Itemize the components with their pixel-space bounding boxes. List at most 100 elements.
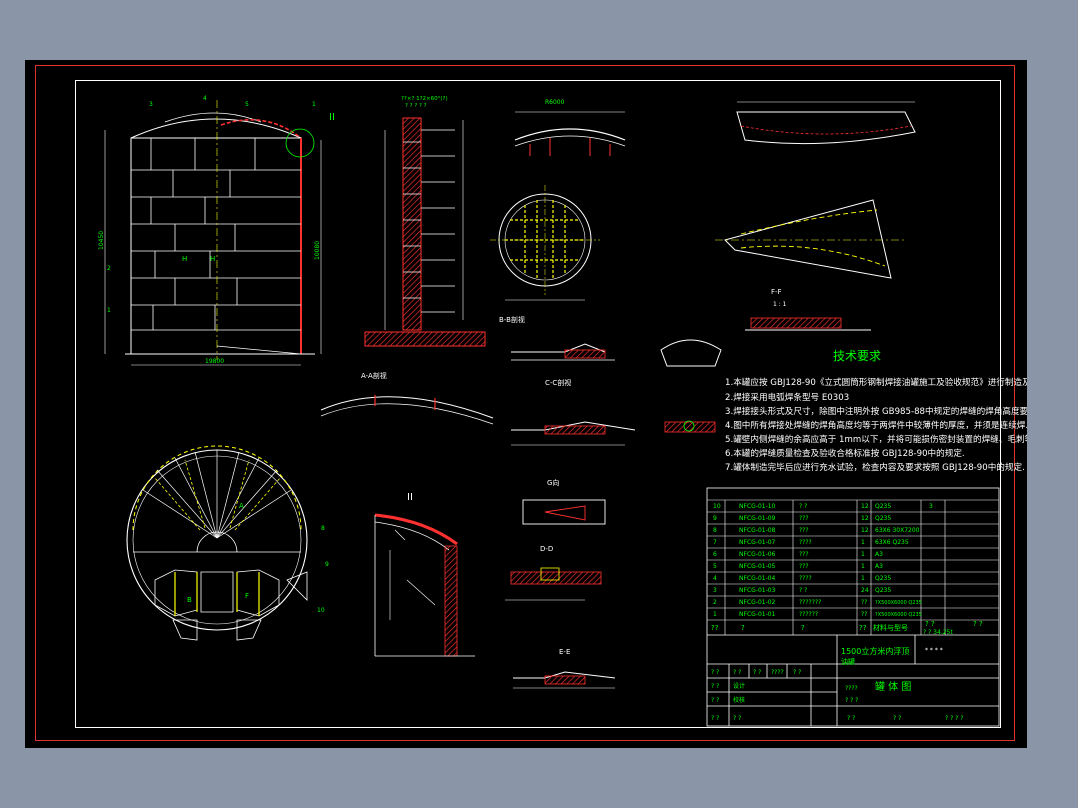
bom-qty-1: ?? bbox=[861, 611, 867, 618]
section-b-b: B-B剖视 bbox=[499, 315, 615, 361]
foundation-plate bbox=[364, 331, 486, 347]
bom-header-1: ?? bbox=[711, 624, 719, 632]
roof-inner-arc bbox=[164, 112, 262, 123]
roof-detail: R6000 bbox=[514, 99, 626, 156]
roof-arc bbox=[130, 118, 302, 139]
tb-r2b: 设计 bbox=[733, 682, 745, 690]
shell-courses bbox=[131, 138, 301, 331]
bom-no-9: 9 bbox=[713, 515, 717, 522]
bom-name-8: ??? bbox=[799, 527, 809, 534]
bom-name-7: ???? bbox=[799, 539, 812, 546]
plan-b-label: B bbox=[187, 596, 192, 604]
section-g-label: G向 bbox=[547, 478, 559, 487]
section-d-d: D-D bbox=[505, 545, 602, 601]
tb-r4b: ? ? bbox=[733, 715, 741, 722]
bom-mat-8: 63X6 30X7200 bbox=[875, 527, 920, 534]
bom-qty-7: 1 bbox=[861, 539, 865, 546]
tb-scale-b: ? ? bbox=[847, 715, 855, 722]
view-g: G向 bbox=[522, 478, 606, 525]
bom-qty-5: 1 bbox=[861, 563, 865, 570]
bom-mat-5: A3 bbox=[875, 563, 883, 570]
section-a-a: A-A剖视 bbox=[320, 371, 494, 425]
roof-section-red bbox=[220, 119, 302, 139]
bom-wt-10: 3 bbox=[929, 503, 933, 510]
bom-rows: 10 NFCG-01-10 ? ? 12 Q235 3 9 NFCG-01-09… bbox=[707, 499, 999, 636]
bom-mat-3: Q235 bbox=[875, 587, 891, 594]
inner-frame bbox=[75, 80, 1001, 728]
shell-weld-section: ??×? 1?2×60°(?) ? ? ? ? ? bbox=[364, 96, 486, 347]
bom-name-1: ?????? bbox=[799, 611, 818, 618]
section-f-scale: 1 : 1 bbox=[773, 301, 787, 308]
tb-r4a: ? ? bbox=[711, 715, 719, 722]
bom-code-6: NFCG-01-06 bbox=[739, 551, 776, 558]
tb-scale-a: ? ? ? bbox=[845, 697, 858, 704]
tb-project: 1500立方米内浮顶 bbox=[841, 646, 909, 656]
curved-plate-views bbox=[715, 101, 916, 279]
bom-title-block: 10 NFCG-01-10 ? ? 12 Q235 3 9 NFCG-01-09… bbox=[706, 487, 1000, 727]
tech-line-5: 5.罐壁内侧焊缝的余高应高于 1mm以下，并将可能损伤密封装置的焊缝、毛刺等修磨… bbox=[725, 433, 1027, 445]
bom-no-7: 7 bbox=[713, 539, 717, 546]
bom-code-10: NFCG-01-10 bbox=[739, 503, 776, 510]
svg-text:2: 2 bbox=[107, 265, 111, 272]
tb-scale-c: ? ? bbox=[893, 715, 901, 722]
svg-text:8: 8 bbox=[321, 525, 325, 532]
tb-r3a: ? ? bbox=[711, 697, 719, 704]
bom-mat-7: 63X6 Q235 bbox=[875, 539, 909, 546]
bom-mat-2: ?X500X6000 Q235 bbox=[875, 600, 922, 606]
bom-qty-10: 12 bbox=[861, 503, 869, 510]
bom-header-2: ? bbox=[741, 624, 745, 632]
bom-no-1: 1 bbox=[713, 611, 717, 618]
svg-text:1: 1 bbox=[312, 101, 316, 108]
tb-r2a: ? ? bbox=[711, 683, 719, 690]
dim-width-label: 19800 bbox=[205, 358, 224, 365]
detail-ii-view: II bbox=[374, 492, 475, 657]
bom-code-5: NFCG-01-05 bbox=[739, 563, 776, 570]
bom-qty-8: 12 bbox=[861, 527, 869, 534]
bom-qty-6: 1 bbox=[861, 551, 865, 558]
svg-text:5: 5 bbox=[245, 101, 249, 108]
tech-line-7: 7.罐体制造完毕后应进行充水试验，检查内容及要求按照 GBJ128-90中的规定… bbox=[725, 461, 1025, 473]
tb-code: ???? bbox=[845, 685, 858, 692]
dim-mid-label: 10080 bbox=[314, 241, 321, 260]
tech-line-3: 3.焊接接头形式及尺寸，除图中注明外按 GB985-88中规定的焊缝的焊角高度要… bbox=[725, 405, 1027, 417]
callout-h-right: H bbox=[210, 255, 215, 263]
detail-ii-marker: II bbox=[329, 112, 335, 123]
section-f-label: F-F bbox=[771, 288, 782, 296]
bom-header-6: ? ? bbox=[925, 620, 935, 628]
tech-line-4: 4.图中所有焊接处焊缝的焊角高度均等于两焊件中较薄件的厚度，并须是连续焊. bbox=[725, 419, 1027, 431]
section-a-label: A-A剖视 bbox=[361, 371, 387, 380]
tb-r1a: ? ? bbox=[711, 669, 719, 676]
detail-ii-circle bbox=[285, 128, 315, 158]
bom-name-5: ??? bbox=[799, 563, 809, 570]
bom-name-3: ? ? bbox=[799, 587, 807, 594]
section-b-label: B-B剖视 bbox=[499, 315, 525, 324]
bom-no-6: 6 bbox=[713, 551, 717, 558]
bom-code-3: NFCG-01-03 bbox=[739, 587, 776, 594]
bom-no-10: 10 bbox=[713, 503, 721, 510]
plan-f-label: F bbox=[245, 592, 249, 600]
tb-r3b: 校核 bbox=[733, 696, 745, 704]
tb-r1d: ???? bbox=[771, 669, 784, 676]
tech-line-6: 6.本罐的焊缝质量检查及验收合格标准按 GBJ128-90中的规定. bbox=[725, 447, 965, 459]
section-e-e: E-E bbox=[513, 648, 616, 689]
bom-no-4: 4 bbox=[713, 575, 717, 582]
small-details bbox=[660, 339, 722, 433]
svg-text:? ? ? ? ?: ? ? ? ? ? bbox=[405, 103, 427, 109]
bom-name-10: ? ? bbox=[799, 503, 807, 510]
dim-height-label: 10450 bbox=[98, 231, 105, 250]
bom-code-1: NFCG-01-01 bbox=[739, 611, 776, 618]
bom-total-weight: ? ? 34.25t bbox=[923, 629, 953, 636]
detail-ii-title: II bbox=[407, 492, 413, 503]
bom-header-3: ? bbox=[801, 624, 805, 632]
bom-name-2: ??????? bbox=[799, 599, 821, 606]
section-d-label: D-D bbox=[540, 545, 553, 553]
tb-drawing-name: 罐 体 图 bbox=[875, 680, 911, 693]
bom-header-7: ? ? bbox=[973, 620, 983, 628]
svg-text:??×? 1?2×60°(?): ??×? 1?2×60°(?) bbox=[401, 96, 448, 102]
bom-no-3: 3 bbox=[713, 587, 717, 594]
tech-line-2: 2.焊接采用电弧焊条型号 E0303 bbox=[725, 391, 849, 403]
bom-qty-2: ?? bbox=[861, 599, 867, 606]
bom-no-8: 8 bbox=[713, 527, 717, 534]
